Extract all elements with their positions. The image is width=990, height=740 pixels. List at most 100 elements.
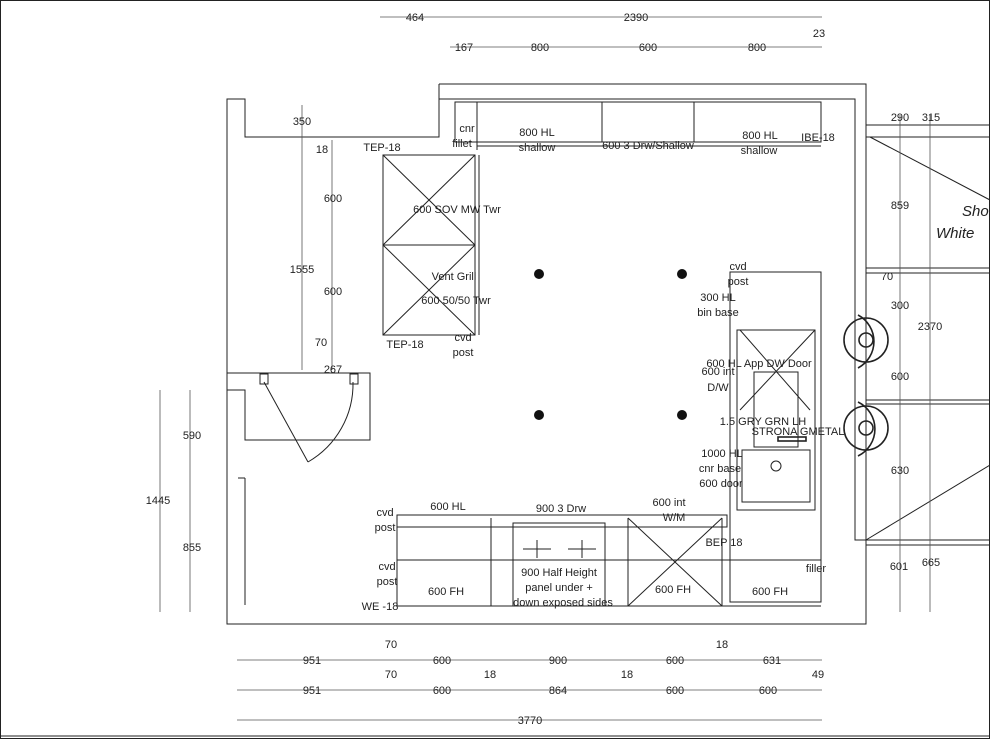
dimension-lines	[159, 16, 931, 721]
door-swing	[259, 373, 359, 463]
label: 800 HL	[742, 130, 777, 142]
dim: 23	[813, 28, 825, 40]
taps-fixtures	[843, 314, 889, 457]
dim: 167	[455, 42, 473, 54]
label: 600 3 Drw/Shallow	[602, 140, 694, 152]
dim: 600	[891, 371, 909, 383]
dim: 267	[324, 364, 342, 376]
label: post	[375, 522, 396, 534]
dim: 2370	[918, 321, 942, 333]
room-walls	[226, 83, 990, 625]
label: 900 3 Drw	[536, 503, 586, 515]
dim: 859	[891, 200, 909, 212]
dim: 951	[303, 685, 321, 697]
label: D/W	[707, 382, 729, 394]
dim: 18	[316, 144, 328, 156]
dim: 3770	[518, 715, 542, 727]
label: TEP-18	[363, 142, 400, 154]
label: 600 FH	[428, 586, 464, 598]
dim: 590	[183, 430, 201, 442]
label: 600 SOV MW Twr	[413, 204, 501, 216]
label: shallow	[741, 145, 778, 157]
label: 800 HL	[519, 127, 554, 139]
dim: 600	[324, 286, 342, 298]
right-run	[729, 271, 822, 603]
dim: 900	[549, 655, 567, 667]
dim: 951	[303, 655, 321, 667]
dimension-texts: 464 2390 167 800 600 800 23 350 18 600 1…	[146, 12, 942, 727]
label: cvd	[454, 332, 471, 344]
label: W/M	[663, 512, 686, 524]
ceiling-lights	[534, 269, 687, 420]
dim: 1555	[290, 264, 314, 276]
label: panel under +	[525, 582, 593, 594]
light-icon	[534, 410, 544, 420]
dim: 70	[385, 639, 397, 651]
label: bin base	[697, 307, 739, 319]
label: cvd	[378, 561, 395, 573]
tall-units	[382, 154, 480, 336]
hob-icon	[523, 540, 596, 558]
dim: 70	[315, 337, 327, 349]
label: post	[728, 276, 749, 288]
top-cabinets	[454, 101, 822, 150]
label: 1000 HL	[701, 448, 743, 460]
label: TEP-18	[386, 339, 423, 351]
dim: 601	[890, 561, 908, 573]
label: 600 int	[701, 366, 734, 378]
light-icon	[677, 269, 687, 279]
dim: 1445	[146, 495, 170, 507]
dim: 855	[183, 542, 201, 554]
label: Sho	[962, 203, 989, 220]
dim: 18	[621, 669, 633, 681]
dim: 665	[922, 557, 940, 569]
label: IBE-18	[801, 132, 835, 144]
dim: 600	[666, 685, 684, 697]
dim: 864	[549, 685, 567, 697]
dim: 630	[891, 465, 909, 477]
label: cvd	[376, 507, 393, 519]
label: post	[453, 347, 474, 359]
dim: 600	[759, 685, 777, 697]
label: cnr	[459, 123, 475, 135]
dim: 600	[666, 655, 684, 667]
label: BEP 18	[705, 537, 742, 549]
label: cnr base	[699, 463, 741, 475]
light-icon	[534, 269, 544, 279]
label: post	[377, 576, 398, 588]
dim: 290	[891, 112, 909, 124]
dim: 600	[433, 655, 451, 667]
dim: 464	[406, 12, 424, 24]
bottom-run	[396, 514, 821, 607]
label: cvd	[729, 261, 746, 273]
dim: 18	[716, 639, 728, 651]
dim: 631	[763, 655, 781, 667]
label: filler	[806, 563, 827, 575]
label: 1.5 GRY GRN LH	[720, 416, 806, 428]
label: 900 Half Height	[521, 567, 597, 579]
label: Vent Grill	[432, 271, 477, 283]
label: White	[936, 225, 974, 242]
label: down exposed sides	[513, 597, 613, 609]
dim: 315	[922, 112, 940, 124]
dim: 800	[531, 42, 549, 54]
label: shallow	[519, 142, 556, 154]
light-icon	[677, 410, 687, 420]
dim: 49	[812, 669, 824, 681]
dim: 70	[385, 669, 397, 681]
unit-labels: TEP-18 cnr fillet 800 HL shallow 600 3 D…	[362, 123, 989, 613]
dim: 600	[639, 42, 657, 54]
label: 300 HL	[700, 292, 735, 304]
dim: 350	[293, 116, 311, 128]
label: 600 door	[699, 478, 743, 490]
label: 600 50/50 Twr	[421, 295, 491, 307]
dim: 800	[748, 42, 766, 54]
dim: 2390	[624, 12, 648, 24]
label: 600 HL App DW Door	[706, 358, 812, 370]
label: fillet	[452, 138, 472, 150]
dim: 600	[324, 193, 342, 205]
dim: 300	[891, 300, 909, 312]
label: STRONA GMETAL	[752, 426, 845, 438]
